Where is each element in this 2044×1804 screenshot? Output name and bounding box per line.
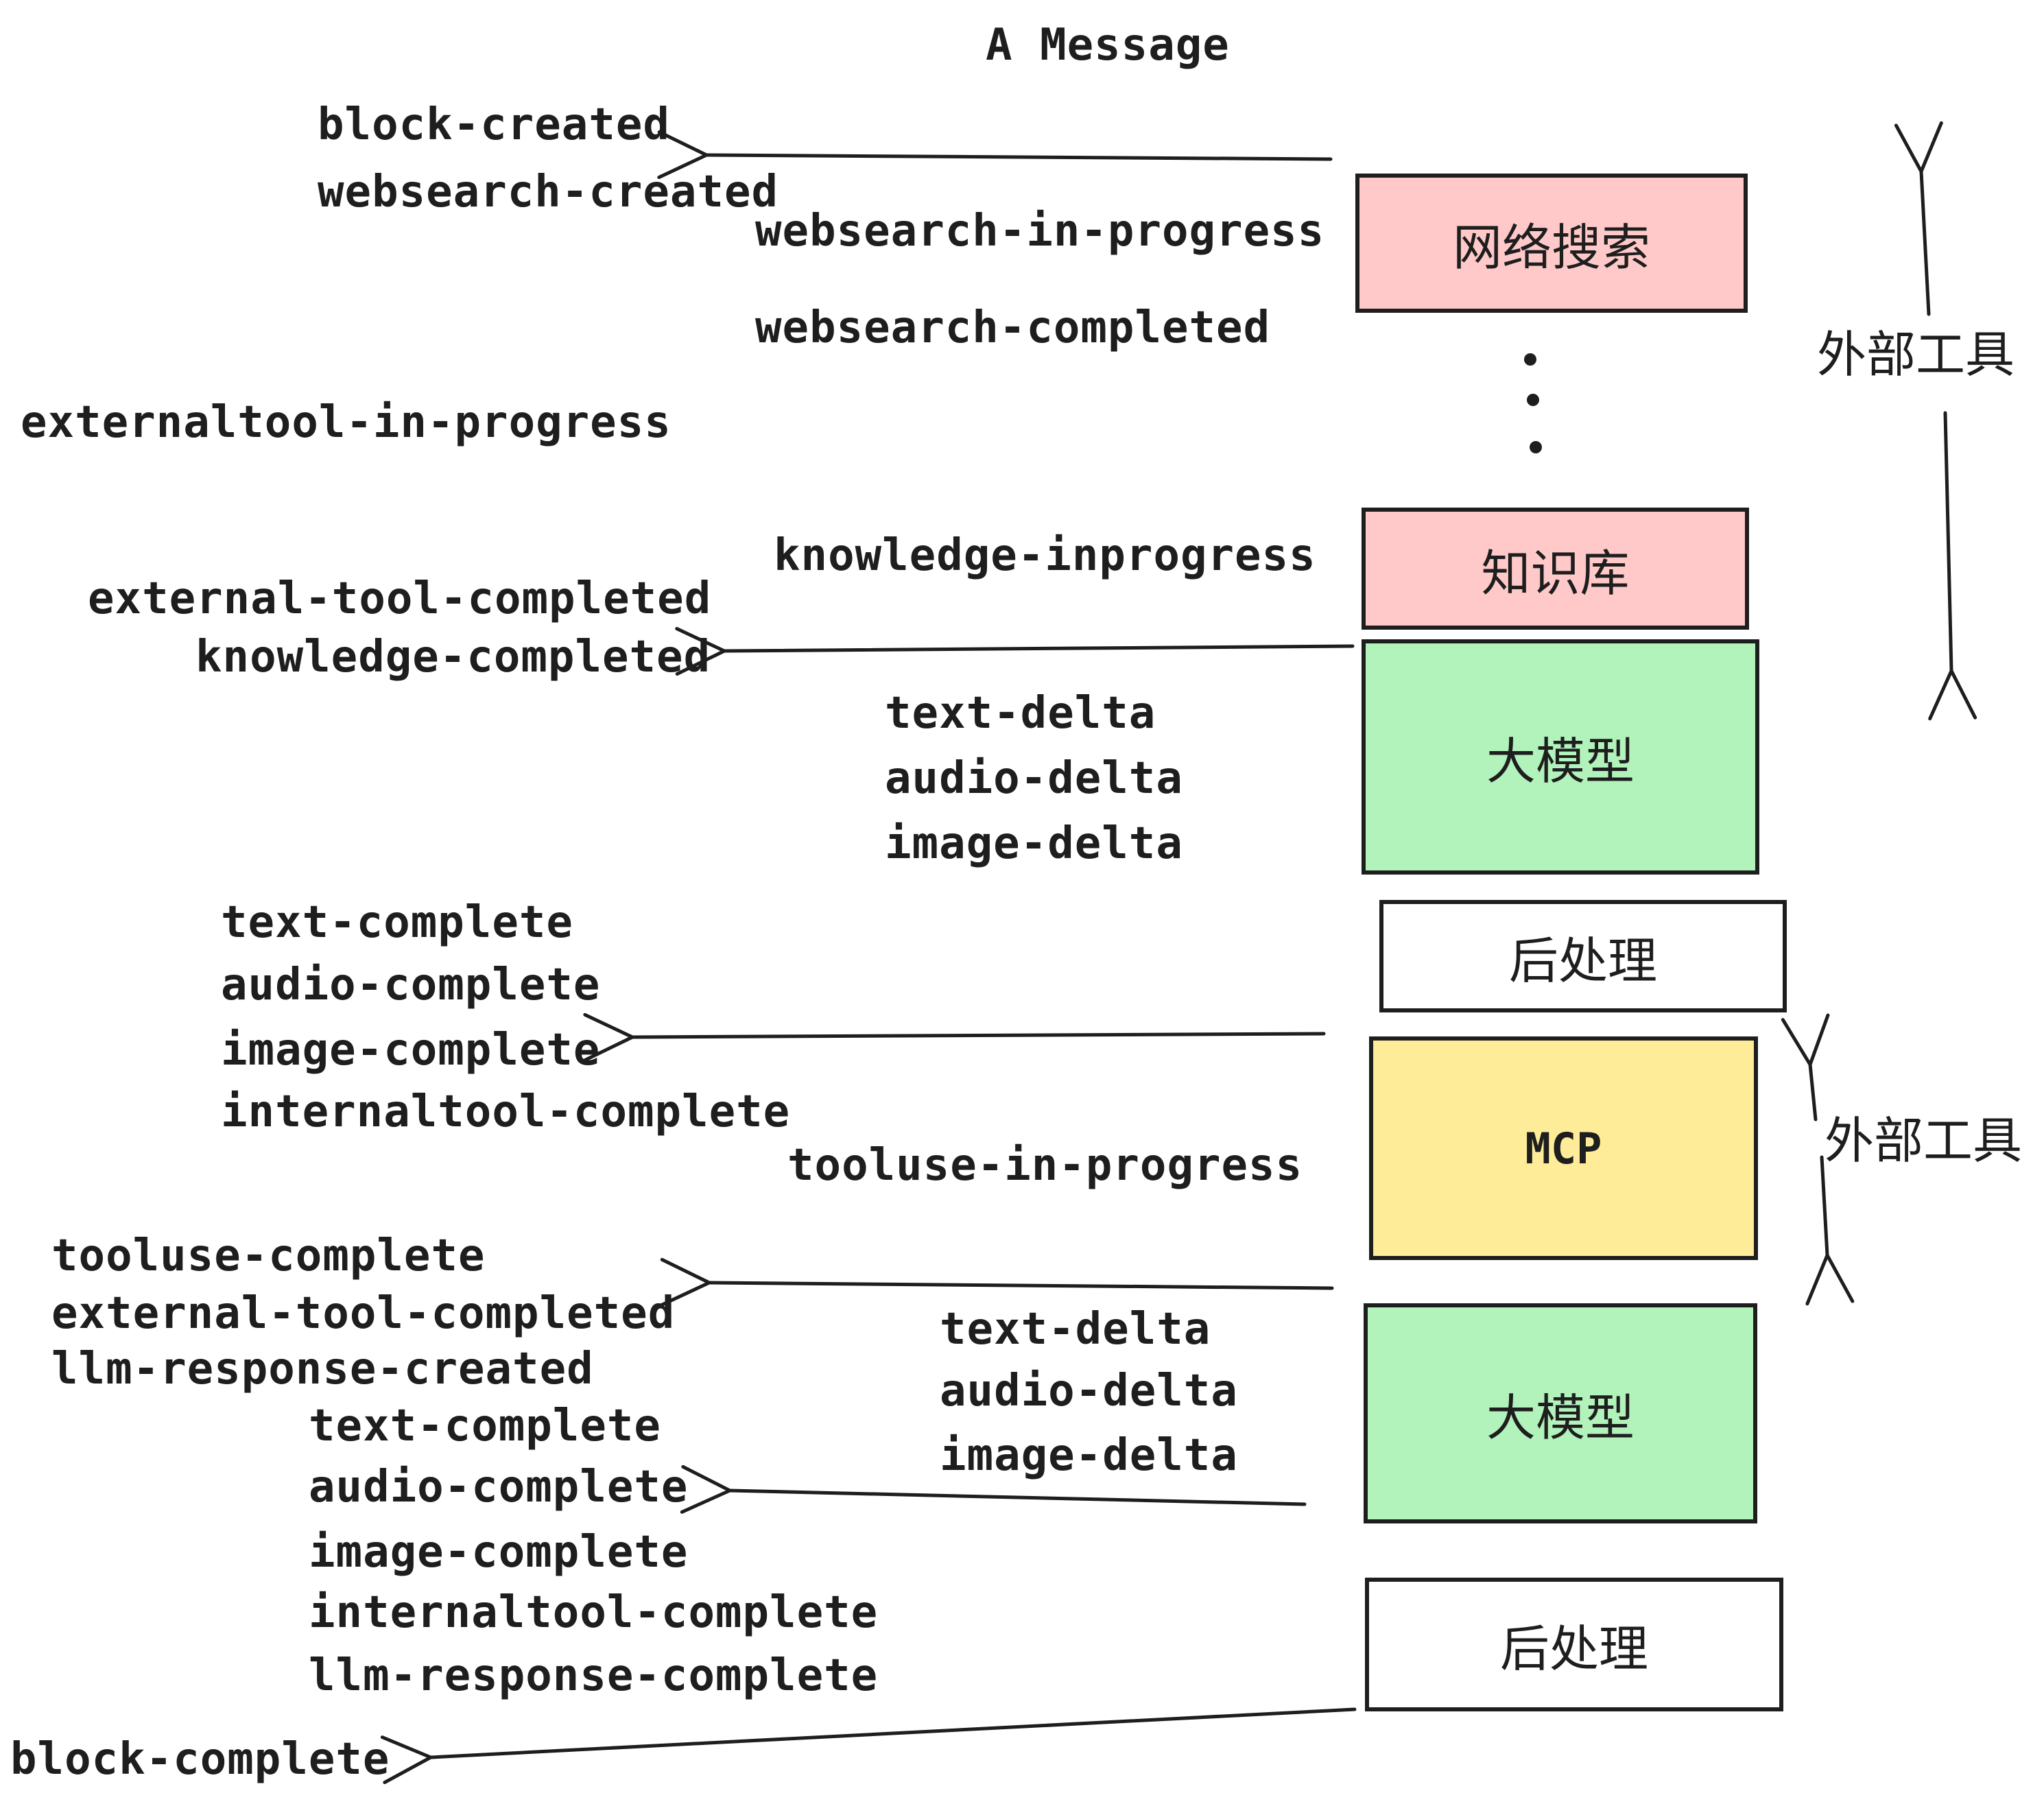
event-audio-delta: audio-delta xyxy=(885,753,1183,804)
ellipsis-dot-3 xyxy=(1530,441,1542,453)
event-audio-complete: audio-complete xyxy=(221,960,601,1010)
event-block-created: block-created xyxy=(318,99,670,150)
event-llm-response-complete: llm-response-complete xyxy=(309,1650,879,1701)
event-tooluse-complete: tooluse-complete xyxy=(51,1231,486,1281)
ellipsis-dot-1 xyxy=(1524,353,1536,366)
node-post-1: 后处理 xyxy=(1379,900,1787,1012)
event-text-complete-2: text-complete xyxy=(309,1401,661,1451)
event-image-delta: image-delta xyxy=(885,818,1183,869)
event-external-tool-completed-2: external-tool-completed xyxy=(51,1288,676,1339)
external-tool-side-label-1: 外部工具 xyxy=(1817,326,2015,383)
external-tool-arrow-down-2 xyxy=(1822,1155,1827,1255)
arrow-image-complete xyxy=(632,1034,1326,1037)
arrow-knowledge-completed xyxy=(724,646,1355,651)
event-knowledge-completed: knowledge-completed xyxy=(195,632,711,683)
event-llm-response-created: llm-response-created xyxy=(51,1344,594,1394)
node-knowledge: 知识库 xyxy=(1362,508,1749,630)
node-post-2: 后处理 xyxy=(1365,1578,1783,1711)
event-audio-complete-2: audio-complete xyxy=(309,1462,689,1512)
external-tool-side-label-2: 外部工具 xyxy=(1825,1112,2023,1170)
event-external-tool-completed: external-tool-completed xyxy=(88,573,712,624)
event-websearch-created: websearch-created xyxy=(318,167,779,217)
event-websearch-completed: websearch-completed xyxy=(755,302,1271,353)
event-block-complete: block-complete xyxy=(10,1734,390,1785)
external-tool-arrow-up-1 xyxy=(1921,171,1929,316)
event-text-delta-2: text-delta xyxy=(940,1304,1211,1355)
event-internaltool-complete-2: internaltool-complete xyxy=(309,1587,879,1638)
event-image-delta-2: image-delta xyxy=(940,1430,1238,1481)
event-websearch-in-progress: websearch-in-progress xyxy=(755,206,1325,257)
arrow-audio-complete xyxy=(730,1491,1307,1504)
event-text-delta: text-delta xyxy=(885,688,1156,739)
node-llm-1: 大模型 xyxy=(1362,639,1759,875)
external-tool-arrow-down-1 xyxy=(1945,411,1951,671)
external-tool-arrow-up-2 xyxy=(1810,1065,1816,1121)
event-text-complete: text-complete xyxy=(221,897,573,948)
arrow-block-complete xyxy=(431,1707,1357,1757)
ellipsis-dot-2 xyxy=(1527,394,1539,406)
event-internaltool-complete: internaltool-complete xyxy=(221,1087,791,1137)
node-websearch: 网络搜索 xyxy=(1355,174,1748,313)
node-llm-2: 大模型 xyxy=(1364,1303,1757,1523)
event-tooluse-in-progress: tooluse-in-progress xyxy=(787,1140,1303,1191)
diagram-title: A Message xyxy=(986,20,1230,71)
event-image-complete: image-complete xyxy=(221,1025,601,1076)
arrow-tooluse-complete xyxy=(709,1283,1334,1288)
node-mcp: MCP xyxy=(1369,1036,1758,1260)
arrow-block-created xyxy=(706,155,1333,159)
event-audio-delta-2: audio-delta xyxy=(940,1366,1238,1416)
event-externaltool-in-progress: externaltool-in-progress xyxy=(21,397,672,448)
event-image-complete-2: image-complete xyxy=(309,1527,689,1578)
event-knowledge-inprogress: knowledge-inprogress xyxy=(774,530,1316,581)
